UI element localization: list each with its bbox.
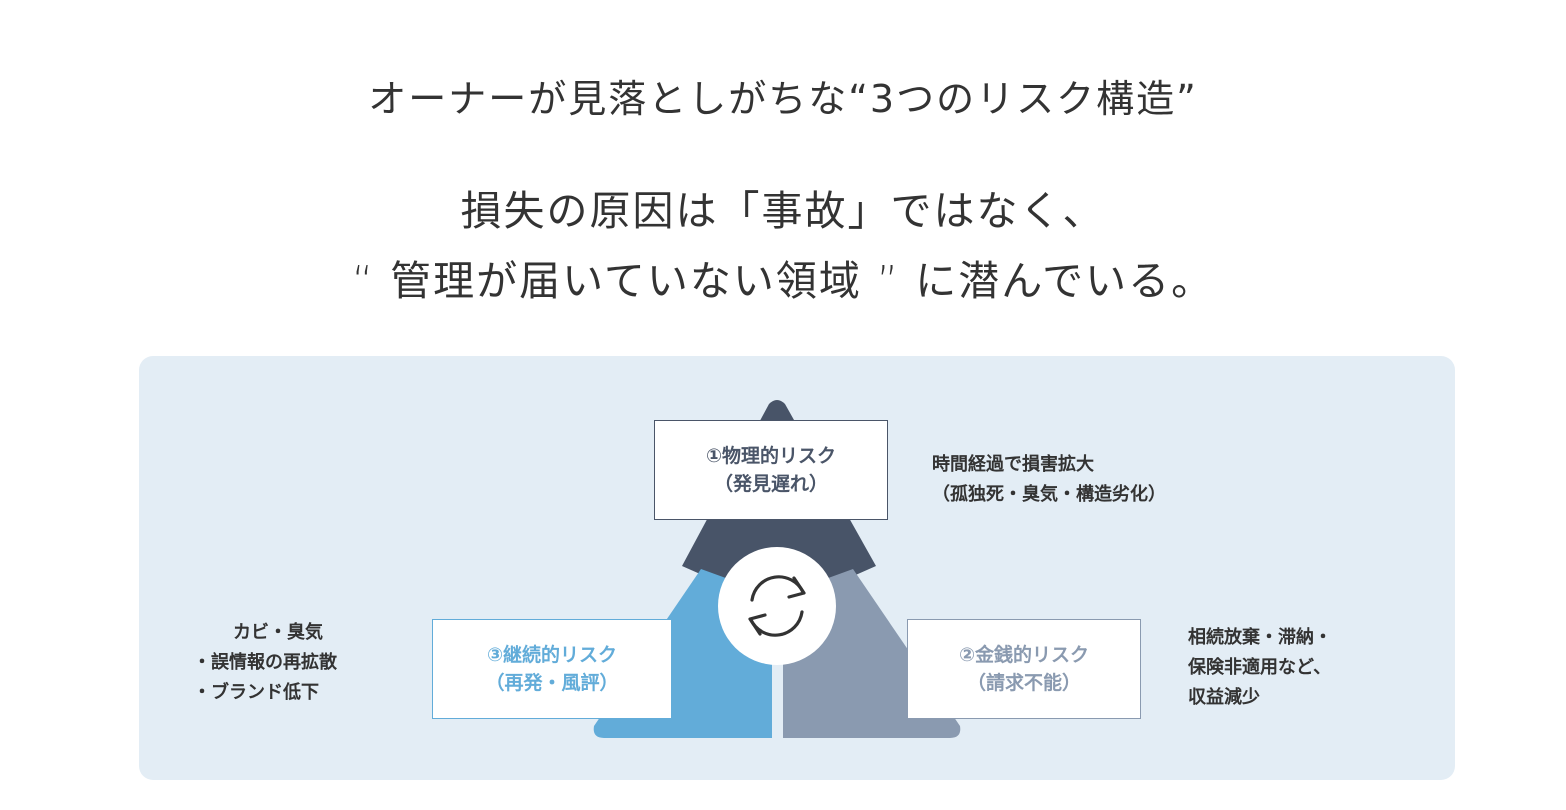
financial-risk-box: ②金銭的リスク （請求不能） (907, 619, 1141, 719)
financial-risk-subtitle: （請求不能） (966, 672, 1081, 694)
financial-risk-title: ②金銭的リスク (958, 644, 1090, 666)
center-circle (718, 547, 836, 665)
physical-risk-description: 時間経過で損害拡大 （孤独死・臭気・構造劣化） (932, 450, 1166, 510)
physical-risk-subtitle: （発見遅れ） (713, 473, 828, 495)
continuing-risk-subtitle: （再発・風評） (485, 672, 619, 694)
description-line: 収益減少 (1188, 687, 1260, 708)
description-line: 保険非適用など、 (1188, 657, 1332, 678)
page-title: オーナーが見落としがちな“3つのリスク構造” (368, 77, 1198, 121)
description-line: 相続放棄・滞納・ (1188, 627, 1332, 648)
continuing-risk-title: ③継続的リスク (486, 644, 618, 666)
financial-risk-description: 相続放棄・滞納・ 保険非適用など、 収益減少 (1188, 623, 1332, 713)
continuing-risk-box: ③継続的リスク （再発・風評） (432, 619, 672, 719)
subheading-line-1: 損失の原因は「事故」ではなく、 (460, 187, 1106, 235)
physical-risk-box: ①物理的リスク （発見遅れ） (654, 420, 888, 520)
description-line: （孤独死・臭気・構造劣化） (932, 484, 1166, 505)
subheading-line-2: “ 管理が届いていない領域 ” に潜んでいる。 (351, 257, 1215, 305)
description-line: ・ブランド低下 (193, 682, 319, 703)
continuing-risk-description: カビ・臭気 ・誤情報の再拡散 ・ブランド低下 (193, 618, 337, 708)
physical-risk-title: ①物理的リスク (705, 445, 837, 467)
description-line: 時間経過で損害拡大 (932, 454, 1094, 475)
description-line: ・誤情報の再拡散 (193, 652, 337, 673)
description-line: カビ・臭気 (233, 622, 323, 643)
cycle-arrows-icon (748, 575, 806, 637)
